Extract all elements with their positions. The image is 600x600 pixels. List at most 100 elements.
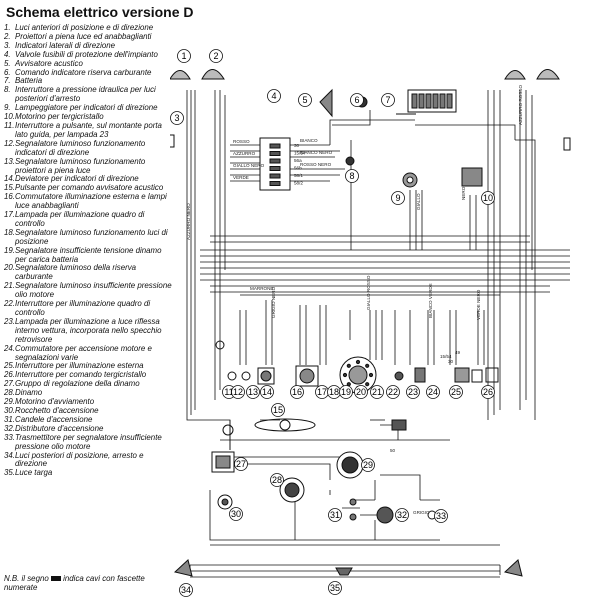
- legend-item-number: 31.: [4, 414, 15, 424]
- fuse-label: 15/54: [294, 151, 306, 156]
- diagram-title: Schema elettrico versione D: [6, 4, 194, 20]
- callout-number: 5: [302, 95, 307, 105]
- legend-item-number: 25.: [4, 361, 15, 371]
- wiper-motor-body: [461, 167, 483, 187]
- panel-light-switch: [394, 371, 404, 381]
- legend-item-text: Interruttore a pressione idraulica per l…: [15, 85, 156, 104]
- callout-circle: [350, 93, 364, 107]
- legend-item: 19.Segnalatore insufficiente tensione di…: [4, 245, 174, 265]
- callout-circle: [260, 385, 274, 399]
- callout-number: 24: [428, 387, 438, 397]
- spark-plug: [349, 498, 357, 506]
- light-housing: [504, 70, 526, 80]
- legend-item: 27.Gruppo di regolazione della dinamo: [4, 379, 174, 389]
- wire: [415, 124, 516, 140]
- legend-item: 25.Interruttore per illuminazione estern…: [4, 361, 174, 371]
- terminal-label: 49: [455, 350, 461, 355]
- fuse-label: 30: [294, 143, 300, 148]
- legend-item-number: 28.: [4, 388, 15, 398]
- callout-number: 22: [388, 387, 398, 397]
- callout-circle: [267, 89, 281, 103]
- legend-item-text: Pulsante per comando avvisatore acustico: [15, 183, 164, 193]
- legend-item: 31.Candele d'accensione: [4, 414, 174, 425]
- legend-item-text: Segnalatore insufficiente tensione dinam…: [15, 245, 162, 264]
- legend-item: 6.Comando indicatore riserva carburante: [4, 67, 174, 78]
- callout-circle: [386, 385, 400, 399]
- cluster-warning-bulb: [346, 363, 351, 368]
- steering-wheel: [254, 418, 316, 432]
- wire: [515, 139, 536, 420]
- callout-circle: [449, 385, 463, 399]
- legend-item-text: Segnalatore luminoso insufficiente press…: [15, 281, 172, 300]
- wire-label: BIANCO VERDE: [428, 283, 433, 318]
- callout-number: 7: [385, 95, 390, 105]
- callout-number: 3: [174, 113, 179, 123]
- callout-number: 23: [408, 387, 418, 397]
- legend-item-text: Indicatori laterali di direzione: [15, 40, 116, 50]
- legend-item-number: 30.: [4, 405, 15, 415]
- component-legend: 1. Luci anteriori di posizione e di direz…: [4, 23, 174, 478]
- legend-item-number: 32.: [4, 423, 15, 433]
- legend-item: 4.Valvole fusibili di protezione dell'im…: [4, 49, 174, 60]
- horn-body: [319, 88, 333, 118]
- callout-number: 13: [248, 387, 258, 397]
- interior-lamp: [414, 367, 426, 383]
- legend-item: 2. Proiettori a piena luce ed anabbaglian…: [4, 31, 174, 42]
- legend-item-number: 2.: [4, 31, 11, 41]
- legend-item-text: Comando indicatore riserva carburante: [15, 67, 152, 77]
- legend-item: 34.Luci posteriori di posizione, arresto…: [4, 450, 174, 470]
- callout-number: 31: [330, 510, 340, 520]
- callout-circle: [406, 385, 420, 399]
- horn-button: [279, 419, 291, 431]
- legend-item-text: Proiettori a piena luce ed anabbaglianti: [15, 31, 152, 41]
- wire: [209, 490, 440, 541]
- battery-cell: [411, 93, 418, 109]
- legend-item: 12.Segnalatore luminoso funzionamento in…: [4, 139, 174, 158]
- legend-item: 30.Rocchetto d'accensione: [4, 405, 174, 416]
- battery-cell: [425, 93, 432, 109]
- side-indicator-right: [563, 137, 571, 151]
- starter-core: [341, 456, 359, 474]
- legend-item-text: Valvole fusibili di protezione dell'impi…: [15, 49, 158, 59]
- cluster-warning-bulb: [365, 363, 370, 368]
- legend-item-number: 33.: [4, 432, 15, 442]
- dynamo-rotor: [284, 482, 300, 498]
- connector-block: [391, 419, 407, 431]
- callout-circle: [354, 385, 368, 399]
- wire: [332, 110, 371, 126]
- note-before: N.B. il segno: [4, 574, 49, 583]
- callout-circle: [231, 385, 245, 399]
- legend-item-text: Luci anteriori di posizione e di direzio…: [15, 23, 154, 32]
- callout-circle: [177, 49, 191, 63]
- light-switch-dial: [299, 368, 315, 384]
- callout-number: 4: [271, 91, 276, 101]
- regulator-core: [215, 455, 231, 469]
- legend-item-number: 1.: [4, 23, 11, 32]
- distributor-cap: [376, 506, 394, 524]
- front-light-assembly: [504, 69, 560, 80]
- legend-item-text: Motorino per tergicristallo: [15, 112, 104, 122]
- legend-item-number: 34.: [4, 450, 15, 460]
- callout-circle: [481, 191, 495, 205]
- fuse-element: [269, 158, 281, 164]
- legend-item-text: Luce targa: [15, 468, 53, 478]
- legend-item: 24.Commutatore per accensione motore e s…: [4, 344, 174, 363]
- note-after: indica cavi con fascette numerate: [4, 574, 145, 592]
- fuse-label: 56a: [294, 158, 302, 163]
- callout-number: 20: [356, 387, 366, 397]
- cluster-warning-bulb: [342, 372, 348, 378]
- callout-number: 32: [397, 510, 407, 520]
- wire-label: ROSSO: [233, 139, 250, 144]
- wire: [225, 463, 331, 480]
- callout-number: 2: [213, 51, 218, 61]
- legend-item-number: 19.: [4, 245, 15, 255]
- legend-item-number: 13.: [4, 156, 15, 166]
- wire-label: GRIGIO NERO: [271, 286, 276, 318]
- callout-number: 30: [231, 509, 241, 519]
- callout-number: 12: [233, 387, 243, 397]
- wire-label: GRIGIO: [413, 510, 430, 515]
- legend-item-text: Lampeggiatore per indicatori di direzion…: [15, 103, 158, 113]
